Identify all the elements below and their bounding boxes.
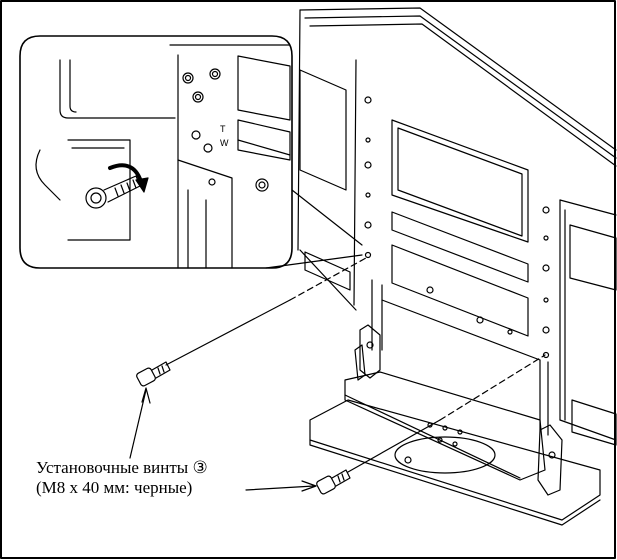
stand-floor-base xyxy=(309,399,601,526)
caption-screw-spec: (M8 x 40 мм: черные) xyxy=(36,478,193,497)
caption-screws: Установочные винты ③ xyxy=(36,458,208,477)
stand-base-plate xyxy=(344,371,546,481)
caption-leader-lower xyxy=(245,480,317,492)
stand-bracket-left xyxy=(354,324,381,381)
panel-screw-holes xyxy=(364,96,550,359)
panel-opening-4 xyxy=(299,69,347,191)
insertion-guide-upper xyxy=(165,257,367,366)
stand-neck xyxy=(371,279,549,436)
mounting-screw-lower xyxy=(316,469,351,495)
magnified-callout xyxy=(19,35,363,269)
label-t: T xyxy=(220,124,226,134)
caption-leader-upper xyxy=(129,387,151,459)
mounting-screw-upper xyxy=(136,361,171,387)
tv-back-panel xyxy=(297,7,617,441)
panel-opening-3 xyxy=(391,244,529,337)
panel-opening-1 xyxy=(391,119,529,243)
label-w: W xyxy=(220,138,229,148)
insertion-guide-lower xyxy=(347,354,546,473)
side-handle xyxy=(304,251,351,291)
panel-opening-2 xyxy=(391,211,529,283)
stand-bracket-right xyxy=(537,424,563,496)
rotation-arrow-icon xyxy=(108,163,149,193)
right-opening xyxy=(569,224,617,446)
